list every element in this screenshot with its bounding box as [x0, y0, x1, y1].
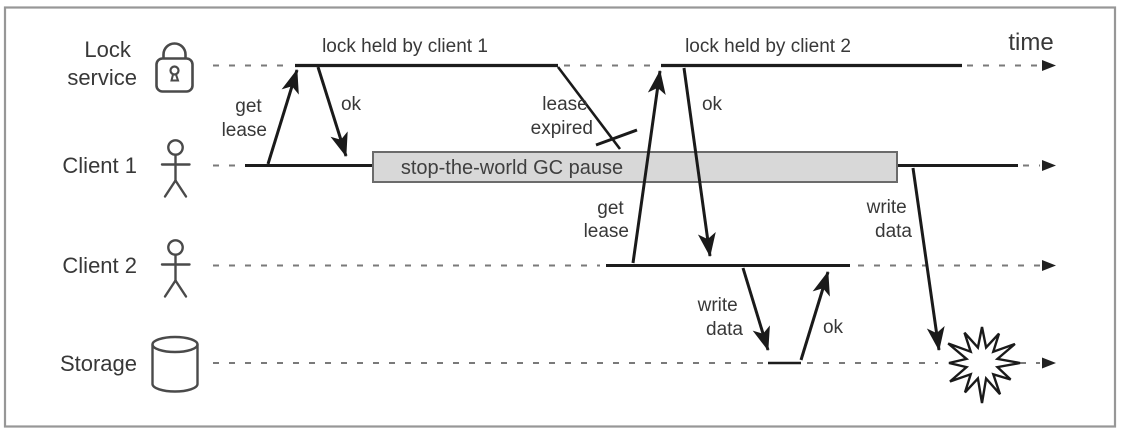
explosion-burst-icon — [947, 326, 1021, 404]
row-label-client-1: Client 1 — [62, 153, 137, 178]
get-lease-arrow-client1 — [266, 69, 299, 165]
lock-held-client1-label: lock held by client 1 — [322, 36, 488, 57]
row-label-client-2: Client 2 — [62, 253, 137, 278]
ok-arrow-storage — [799, 271, 830, 361]
ok-label-client2: ok — [702, 94, 723, 115]
lifeline-dashed-segments — [213, 64, 1040, 364]
get-lease-arrow-client2 — [631, 70, 666, 264]
row-label-lock-service: Lock service — [67, 37, 137, 90]
lock-held-client2-label: lock held by client 2 — [685, 36, 851, 57]
ok-label-storage: ok — [823, 317, 844, 338]
ok-arrow-client2 — [682, 67, 716, 257]
person-icon — [160, 139, 191, 198]
message-arrows — [266, 66, 830, 361]
gc-pause-box — [372, 151, 898, 183]
get-lease-label-client2: get lease — [584, 198, 629, 242]
ok-arrow-client1 — [316, 66, 348, 157]
write-data-arrow-client1 — [911, 167, 945, 351]
timeline-arrowhead-icon — [1042, 357, 1056, 369]
ok-label-client1: ok — [341, 94, 362, 115]
gc-pause-label: stop-the-world GC pause — [401, 157, 623, 179]
timeline-arrowhead-icon — [1042, 260, 1056, 271]
row-label-storage: Storage — [60, 351, 137, 376]
time-axis-label: time — [1008, 29, 1053, 56]
write-data-label-client2: write data — [697, 295, 744, 340]
database-cylinder-icon — [151, 335, 199, 393]
timeline-arrowheads — [1042, 60, 1056, 369]
write-data-label-client1: write data — [866, 197, 913, 242]
lease-expired-cross-icon — [595, 128, 638, 147]
padlock-icon — [155, 42, 194, 93]
diagram-frame — [3, 6, 1117, 428]
write-data-arrow-client2 — [741, 267, 770, 351]
timeline-arrowhead-icon — [1042, 160, 1056, 171]
get-lease-label-client1: get lease — [222, 96, 267, 141]
timeline-arrowhead-icon — [1042, 60, 1056, 71]
person-icon — [160, 239, 191, 298]
lease-expired-label: lease expired — [531, 94, 593, 139]
lease-expired-line — [556, 66, 638, 150]
